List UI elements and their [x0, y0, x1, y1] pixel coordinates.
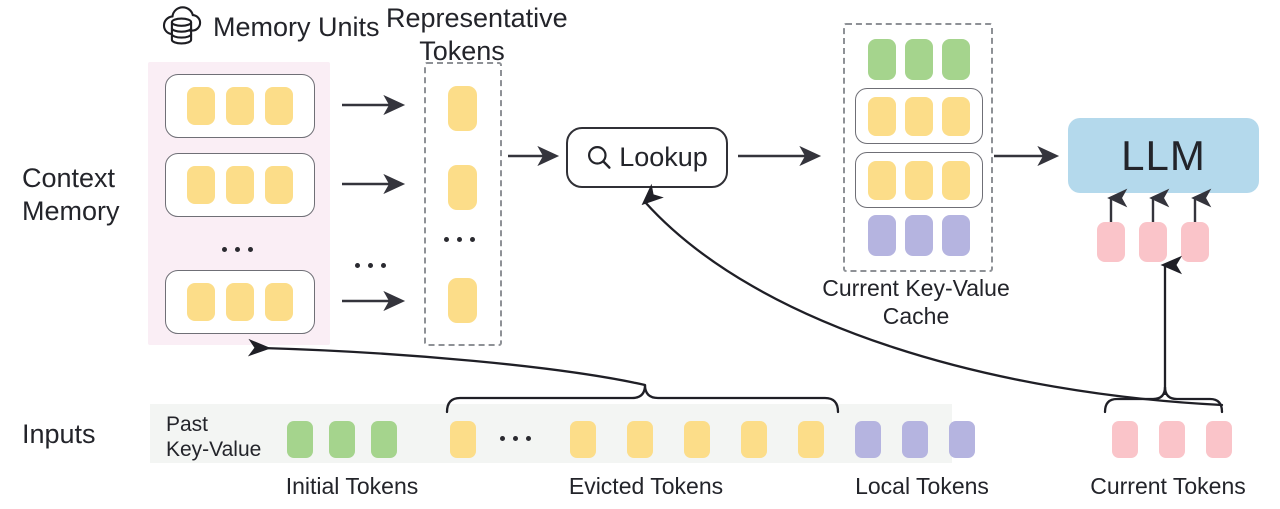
memory-token: [187, 166, 215, 204]
llm-input-token: [1139, 222, 1167, 262]
input-token-local: [902, 421, 928, 458]
kv-cache-initial-row: [864, 39, 974, 80]
representative-token: [448, 86, 477, 131]
context-memory-panel: [148, 62, 330, 345]
kv-token-initial: [905, 39, 933, 80]
kv-token-retrieved: [905, 96, 933, 136]
input-token-evicted: [684, 421, 710, 458]
input-token-current: [1206, 421, 1232, 458]
input-token-initial: [287, 421, 313, 458]
kvcache-to-llm-arrow: [994, 145, 1060, 167]
memory-token: [187, 87, 215, 125]
memory-token: [187, 283, 215, 321]
representative-tokens-box: [424, 62, 502, 346]
memory-token: [226, 87, 254, 125]
memory-token: [226, 283, 254, 321]
input-token-initial: [371, 421, 397, 458]
bottom-label-local-tokens: Local Tokens: [855, 473, 989, 499]
memory-arrows-ellipsis: [355, 263, 386, 268]
input-token-local: [855, 421, 881, 458]
memory-units-header: Memory Units: [160, 4, 380, 50]
evicted-tokens-brace-and-curve: [247, 338, 840, 414]
input-token-current: [1112, 421, 1138, 458]
memory-unit[interactable]: [165, 153, 315, 217]
past-key-value-label: Past Key-Value: [166, 413, 262, 461]
memory-token: [265, 283, 293, 321]
kv-token-retrieved: [942, 160, 970, 200]
kv-cache-retrieved-unit: [855, 152, 983, 208]
kv-token-retrieved: [868, 96, 896, 136]
bottom-label-evicted-tokens: Evicted Tokens: [568, 473, 724, 499]
kv-cache-retrieved-unit: [855, 88, 983, 144]
kv-cache-local-row: [864, 215, 974, 256]
input-token-evicted: [627, 421, 653, 458]
lookup-node[interactable]: Lookup: [566, 127, 728, 188]
kv-token-local: [905, 215, 933, 256]
input-token-evicted: [741, 421, 767, 458]
bottom-label-current-tokens: Current Tokens: [1090, 473, 1246, 499]
representative-token: [448, 165, 477, 210]
kv-token-retrieved: [942, 96, 970, 136]
input-token-initial: [329, 421, 355, 458]
input-token-evicted: [798, 421, 824, 458]
current-tokens-to-llm-arrows: [1107, 188, 1212, 222]
inputs-row-label: Inputs: [22, 419, 96, 449]
current-kv-cache-box: [843, 23, 993, 272]
context-memory-row-label: Context Memory: [22, 163, 120, 226]
kv-token-retrieved: [868, 160, 896, 200]
lookup-to-kvcache-arrow: [738, 145, 822, 167]
memory-token: [265, 87, 293, 125]
kv-token-initial: [868, 39, 896, 80]
memory-unit[interactable]: [165, 270, 315, 334]
memory-unit[interactable]: [165, 74, 315, 138]
llm-input-token: [1181, 222, 1209, 262]
bottom-label-initial-tokens: Initial Tokens: [285, 473, 419, 499]
lookup-label: Lookup: [619, 142, 708, 172]
representative-tokens-header: Representative Tokens: [386, 3, 568, 66]
input-token-local: [949, 421, 975, 458]
kv-token-retrieved: [905, 160, 933, 200]
memory-to-representative-arrows: [342, 94, 406, 312]
representative-tokens-ellipsis: [444, 237, 475, 242]
llm-label: LLM: [1121, 131, 1206, 179]
magnifier-icon: [586, 144, 613, 171]
input-token-evicted: [450, 421, 476, 458]
current-tokens-brace-and-curve: [641, 183, 1224, 414]
memory-units-ellipsis: [222, 247, 253, 252]
llm-node[interactable]: LLM: [1068, 118, 1259, 193]
representative-token: [448, 278, 477, 323]
current-kv-cache-caption: Current Key-Value Cache: [822, 275, 1010, 329]
llm-input-token: [1097, 222, 1125, 262]
input-tokens-ellipsis: [500, 436, 531, 441]
memory-token: [226, 166, 254, 204]
kv-token-local: [942, 215, 970, 256]
memory-token: [265, 166, 293, 204]
kv-token-local: [868, 215, 896, 256]
input-token-current: [1159, 421, 1185, 458]
cloud-database-icon: [160, 4, 204, 50]
kv-token-initial: [942, 39, 970, 80]
representative-to-lookup-arrow: [508, 145, 560, 167]
memory-units-label: Memory Units: [213, 11, 380, 42]
input-token-evicted: [570, 421, 596, 458]
